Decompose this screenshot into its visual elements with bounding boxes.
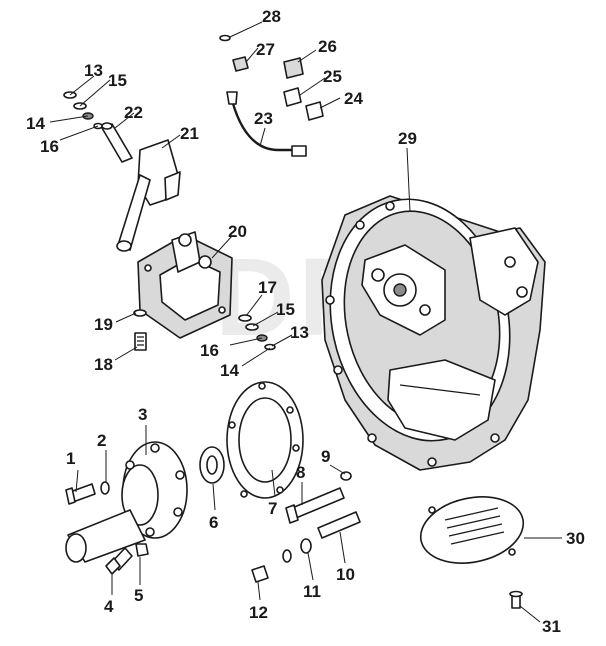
callout-21: 21: [180, 124, 199, 143]
part-3-input-shaft-flange: [65, 441, 188, 563]
callout-labels: 1 2 3 4 5 6 7 8 9 10 11 12 13 13 14 14 1…: [26, 7, 585, 636]
callout-26: 26: [318, 37, 337, 56]
part-31-screw: [509, 590, 523, 609]
callout-31: 31: [542, 617, 561, 636]
callout-23: 23: [254, 109, 273, 128]
parts-18-19-bolt-washer: [133, 309, 147, 351]
parts-8-9-bolt-washer: [285, 471, 352, 524]
callout-25: 25: [323, 67, 342, 86]
callout-28: 28: [262, 7, 281, 26]
callout-13-lower: 13: [290, 323, 309, 342]
callout-15-lower: 15: [276, 300, 295, 319]
callout-6: 6: [209, 513, 218, 532]
part-20-bracket-plate: [137, 231, 233, 339]
callout-14-lower: 14: [220, 361, 239, 380]
parts-1-2-bolt-washer: [65, 481, 110, 505]
callout-14-upper: 14: [26, 114, 45, 133]
part-22-pin: [101, 122, 133, 163]
callout-24: 24: [344, 89, 363, 108]
callout-29: 29: [398, 129, 417, 148]
callout-8: 8: [296, 463, 305, 482]
part-7-gasket: [226, 381, 304, 499]
callout-11: 11: [303, 582, 321, 601]
callout-10: 10: [336, 565, 355, 584]
callout-2: 2: [97, 431, 106, 450]
callout-4: 4: [104, 597, 114, 616]
part-29-flywheel-housing: [321, 195, 546, 471]
callout-16-lower: 16: [200, 341, 219, 360]
part-30-cover-plate: [419, 496, 525, 564]
parts-10-12-stud-nut: [251, 511, 361, 583]
callout-9: 9: [321, 447, 330, 466]
callout-16-upper: 16: [40, 137, 59, 156]
parts-13-16-upper-hardware: [63, 91, 103, 130]
callout-12: 12: [249, 603, 268, 622]
callout-20: 20: [228, 222, 247, 241]
callout-22: 22: [124, 103, 143, 122]
callout-18: 18: [94, 355, 113, 374]
callout-17: 17: [258, 278, 277, 297]
callout-15-upper: 15: [108, 71, 127, 90]
callout-5: 5: [134, 586, 143, 605]
leader-lines: [49, 21, 562, 623]
parts-4-5-bolt-nut: [105, 543, 149, 575]
parts-24-28-fittings: [219, 34, 324, 121]
callout-30: 30: [566, 529, 585, 548]
part-23-cable: [226, 91, 307, 157]
callout-19: 19: [94, 315, 113, 334]
callout-27: 27: [256, 40, 275, 59]
callout-7: 7: [268, 499, 277, 518]
callout-3: 3: [138, 405, 147, 424]
part-21-shift-fork: [116, 139, 181, 252]
callout-13-upper: 13: [84, 61, 103, 80]
callout-1: 1: [66, 449, 75, 468]
